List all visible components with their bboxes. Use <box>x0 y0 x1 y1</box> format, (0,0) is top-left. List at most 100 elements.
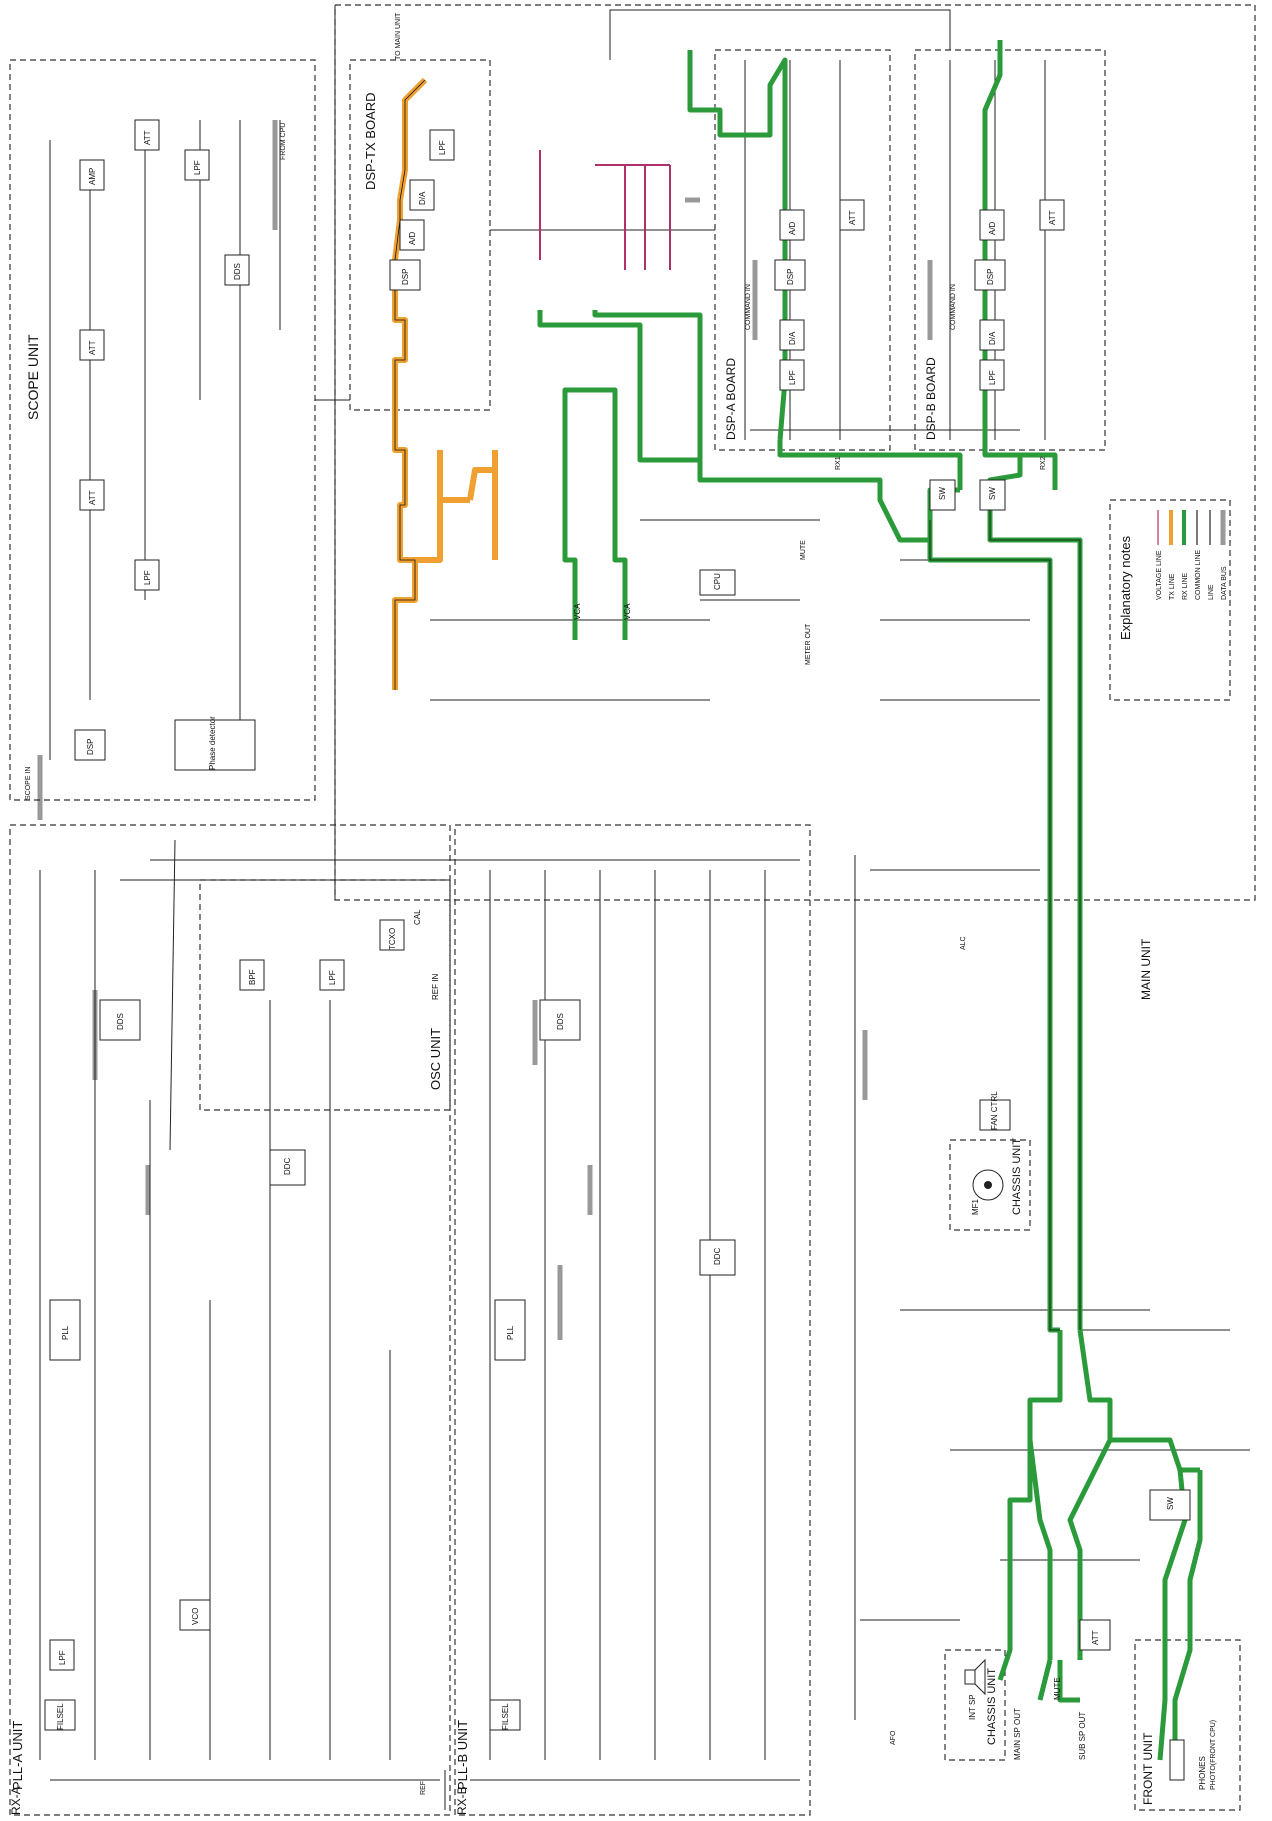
phones-label: PHONES <box>1198 1756 1207 1790</box>
front-unit-title: FRONT UNIT <box>1141 1732 1155 1805</box>
legend-item-label-1: TX LINE <box>1169 573 1176 600</box>
pll-a-lpf-label: LPF <box>58 1650 67 1665</box>
blocks-scope <box>75 120 255 770</box>
legend-item-label-0: VOLTAGE LINE <box>1156 550 1163 600</box>
chassis-fan-unit-title: CHASSIS UNIT <box>1011 1138 1023 1215</box>
common-wiring <box>40 5 1250 1810</box>
ref-label: REF <box>420 1781 427 1795</box>
scope-lpf-label-2: LPF <box>143 570 152 585</box>
pll-b-pll-label: PLL <box>506 1325 515 1340</box>
blocks-pll-b <box>490 1000 735 1730</box>
dsp-tx-dsp-label: DSP <box>401 269 410 285</box>
osc-bpf-label: BPF <box>248 969 257 985</box>
osc-ref-in-label: REF IN <box>431 974 440 1000</box>
dsp-tx-lpf-label: LPF <box>438 140 447 155</box>
tx-line-path <box>395 80 495 690</box>
legend-item-label-2: RX LINE <box>1182 572 1189 600</box>
scope-unit-border <box>10 60 315 800</box>
dsp-b-att-label: ATT <box>1048 210 1057 225</box>
dsp-a-da-label: D/A <box>788 331 797 345</box>
fan-ctrl-label: FAN CTRL <box>990 1091 999 1130</box>
to-main-unit-label: TO MAIN UNIT <box>395 12 402 60</box>
from-cpu-label: FROM CPU <box>280 123 287 160</box>
dsp-a-ad-label: A/D <box>788 221 797 235</box>
dsp-b-board-title: DSP-B BOARD <box>924 357 938 440</box>
legend-item-label-5: DATA BUS <box>1221 566 1228 600</box>
fan-mf1-label: MF1 <box>971 1198 980 1215</box>
main-sw-label-2: SW <box>988 487 997 500</box>
mute-label: MUTE <box>1053 1677 1062 1700</box>
dsp-a-dsp-label: DSP <box>786 269 795 285</box>
legend-title: Explanatory notes <box>1118 535 1133 640</box>
main-sp-out-label: MAIN SP OUT <box>1013 1708 1022 1760</box>
pll-a-pll-label: PLL <box>61 1325 70 1340</box>
legend-item-label-4: LINE <box>1208 584 1215 600</box>
pll-a-vco-label: VCO <box>191 1608 200 1625</box>
dsp-tx-board-title: DSP-TX BOARD <box>363 92 378 190</box>
blocks-osc <box>240 920 404 990</box>
sub-sp-out-label: SUB SP OUT <box>1078 1712 1087 1760</box>
rx-b-section-title: RX-B <box>455 1786 469 1815</box>
phones-jack-icon <box>1170 1740 1184 1780</box>
vca-label-2: VCA <box>623 603 632 620</box>
command-in-label-2: COMMAND IN <box>950 284 957 330</box>
scope-amp-label: AMP <box>88 168 97 185</box>
scope-dsp-label: DSP <box>86 739 95 755</box>
scope-dds-label: DDS <box>233 263 242 280</box>
osc-unit-title: OSC UNIT <box>428 1028 443 1090</box>
dsp-a-lpf-label: LPF <box>788 370 797 385</box>
pll-a-filsel-label: FILSEL <box>56 1703 65 1730</box>
vca-label: VCA <box>573 603 582 620</box>
pll-b-unit-title: PLL-B UNIT <box>455 1720 470 1790</box>
scope-att-label-2: ATT <box>88 340 97 355</box>
audio-sw-label: SW <box>1166 1497 1175 1510</box>
dsp-a-att-label: ATT <box>848 210 857 225</box>
rx1-label: RX1 <box>835 456 842 470</box>
scope-lpf-label: LPF <box>193 160 202 175</box>
meter-out-label: METER OUT <box>805 623 812 665</box>
rx-a-section-title: RX-A <box>9 1786 23 1815</box>
pll-b-dds-label: DDS <box>556 1013 565 1030</box>
osc-tcxo-label: TCXO <box>388 928 397 950</box>
legend-item-label-3: COMMON LINE <box>1195 550 1202 601</box>
pll-a-unit-title: PLL-A UNIT <box>10 1721 25 1790</box>
main-att-label: ATT <box>1091 1630 1100 1645</box>
scope-unit-title: SCOPE UNIT <box>25 334 41 420</box>
cpu-label: CPU <box>713 573 722 590</box>
scope-att-label: ATT <box>143 130 152 145</box>
scope-in-label: SCOPE IN <box>25 767 32 800</box>
dsp-b-dsp-label: DSP <box>986 269 995 285</box>
fan-icon <box>973 1170 1003 1200</box>
command-in-label: COMMAND IN <box>745 284 752 330</box>
scope-phase-detector-label: Phase detector <box>208 716 217 770</box>
data-bus-lines <box>40 120 930 1340</box>
pll-a-dds-label: DDS <box>116 1013 125 1030</box>
alc-label: ALC <box>960 936 967 950</box>
scope-att-label-3: ATT <box>88 490 97 505</box>
afo-label: AFO <box>890 1730 897 1745</box>
pll-b-filsel-label: FILSEL <box>501 1703 510 1730</box>
rx2-label: RX2 <box>1040 456 1047 470</box>
int-sp-label: INT SP <box>968 1694 977 1720</box>
dsp-tx-da-label: D/A <box>418 191 427 205</box>
osc-lpf-label: LPF <box>328 970 337 985</box>
dsp-b-lpf-label: LPF <box>988 370 997 385</box>
mute-signal-label: MUTE <box>800 540 807 560</box>
chassis-sp-unit-title: CHASSIS UNIT <box>986 1668 998 1745</box>
dsp-b-da-label: D/A <box>988 331 997 345</box>
pll-a-ddc-label: DDC <box>283 1157 292 1175</box>
osc-cal-label: CAL <box>413 909 422 925</box>
photo-front-cpu-label: PHOTO(FRONT CPU) <box>1210 1720 1217 1790</box>
voltage-lines <box>540 150 670 270</box>
dsp-b-board-border <box>915 50 1105 450</box>
unit-borders <box>10 5 1255 1815</box>
main-sw-label: SW <box>938 487 947 500</box>
pll-b-ddc-label: DDC <box>713 1247 722 1265</box>
main-unit-title: MAIN UNIT <box>1139 938 1153 1000</box>
dsp-b-ad-label: A/D <box>988 221 997 235</box>
dsp-tx-ad-label: A/D <box>408 231 417 245</box>
dsp-a-board-title: DSP-A BOARD <box>724 358 738 440</box>
speaker-icon <box>965 1660 985 1694</box>
